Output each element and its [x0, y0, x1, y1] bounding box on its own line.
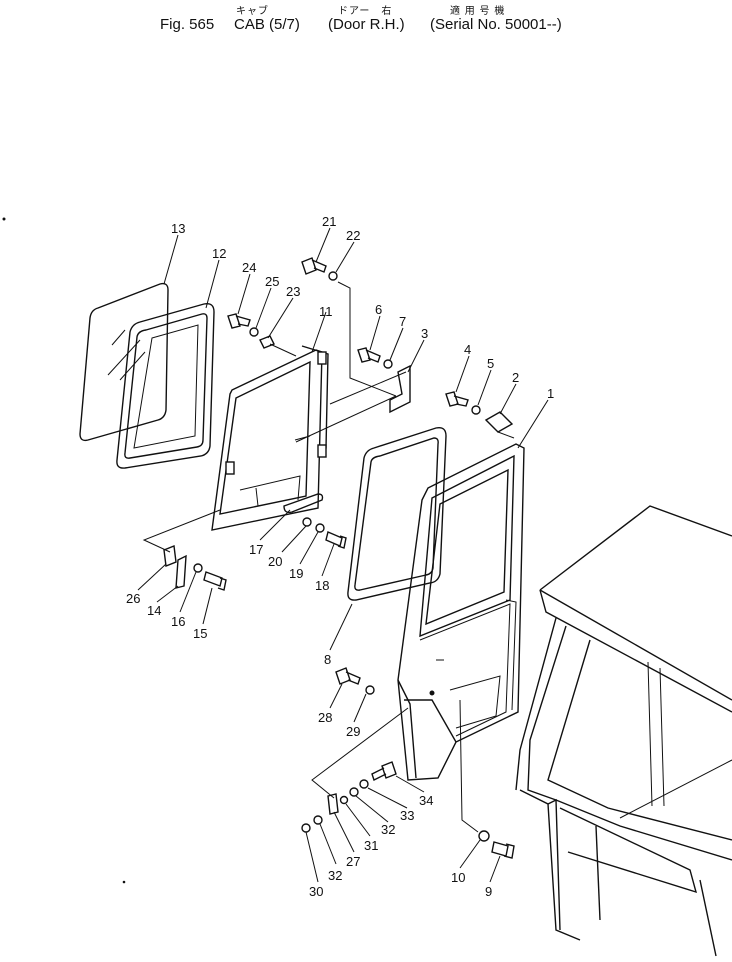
callout-14: 14 [147, 603, 161, 618]
callout-1: 1 [547, 386, 554, 401]
bolt-15 [203, 571, 227, 591]
callout-13: 13 [171, 221, 185, 236]
callout-8: 8 [324, 652, 331, 667]
washer-25 [249, 327, 259, 337]
washer-22 [328, 271, 338, 281]
handle [283, 493, 324, 514]
callout-28: 28 [318, 710, 332, 725]
callout-6: 6 [375, 302, 382, 317]
scan-speck [2, 217, 6, 221]
callout-26: 26 [126, 591, 140, 606]
plate-2 [484, 411, 514, 433]
washer-10 [478, 830, 490, 842]
window-glass [79, 282, 169, 442]
callout-34: 34 [419, 793, 433, 808]
callout-33: 33 [400, 808, 414, 823]
figure-cab: CAB (5/7) [234, 16, 300, 33]
callout-7: 7 [399, 314, 406, 329]
callout-16: 16 [171, 614, 185, 629]
cab-body [515, 505, 732, 957]
bolt-24 [227, 313, 251, 329]
callout-17: 17 [249, 542, 263, 557]
bolt-4 [445, 391, 469, 407]
figure-title: キャブ ドアー 右 適 用 号 機 Fig. 565 CAB (5/7) (Do… [160, 2, 640, 42]
callout-30: 30 [309, 884, 323, 899]
washer-16 [193, 563, 203, 573]
washer-32a [349, 787, 359, 797]
callout-9: 9 [485, 884, 492, 899]
plate-26 [163, 545, 177, 567]
bolt-28 [335, 667, 361, 685]
washer-7 [383, 359, 393, 369]
leader-lines [137, 227, 549, 883]
bracket-3 [389, 364, 411, 414]
callout-3: 3 [421, 326, 428, 341]
callout-20: 20 [268, 554, 282, 569]
door-ruby: ドアー 右 [338, 6, 393, 17]
figure-number: Fig. 565 [160, 16, 215, 33]
nut-30 [301, 823, 311, 833]
callout-12: 12 [212, 246, 226, 261]
callout-23: 23 [286, 284, 300, 299]
callout-labels: 1 2 3 4 5 6 7 8 9 10 11 12 13 14 15 16 1… [126, 214, 554, 899]
bolt-9 [491, 841, 515, 859]
washer-32b [313, 815, 323, 825]
bolt-34 [371, 761, 397, 781]
nut-31 [339, 795, 349, 805]
callout-32a: 32 [381, 822, 395, 837]
washer-20 [302, 517, 312, 527]
bolt-21 [301, 257, 327, 275]
callout-21: 21 [322, 214, 336, 229]
callout-32b: 32 [328, 868, 342, 883]
callout-27: 27 [346, 854, 360, 869]
figure-door: (Door R.H.) [328, 16, 405, 33]
latch-27 [327, 793, 339, 815]
bolt-18 [325, 531, 347, 549]
door [397, 443, 525, 781]
scan-speck [122, 880, 126, 884]
callout-15: 15 [193, 626, 207, 641]
door-sash-frame [211, 345, 329, 531]
washer-33 [359, 779, 369, 789]
bracket-23 [259, 335, 275, 349]
washer-19 [315, 523, 325, 533]
figure-serial: (Serial No. 50001--) [430, 16, 562, 33]
serial-ruby: 適 用 号 機 [450, 6, 506, 17]
cab-ruby: キャブ [236, 6, 269, 17]
callout-29: 29 [346, 724, 360, 739]
washer-29 [365, 685, 375, 695]
callout-4: 4 [464, 342, 471, 357]
washer-5 [471, 405, 481, 415]
callout-19: 19 [289, 566, 303, 581]
callout-2: 2 [512, 370, 519, 385]
callout-18: 18 [315, 578, 329, 593]
callout-24: 24 [242, 260, 256, 275]
callout-5: 5 [487, 356, 494, 371]
assembly-lines [142, 281, 515, 833]
window-seal [116, 302, 215, 469]
bolt-6 [357, 347, 381, 363]
latch-14 [175, 554, 187, 589]
callout-11: 11 [319, 304, 333, 319]
callout-10: 10 [451, 870, 465, 885]
callout-31: 31 [364, 838, 378, 853]
callout-22: 22 [346, 228, 360, 243]
callout-25: 25 [265, 274, 279, 289]
